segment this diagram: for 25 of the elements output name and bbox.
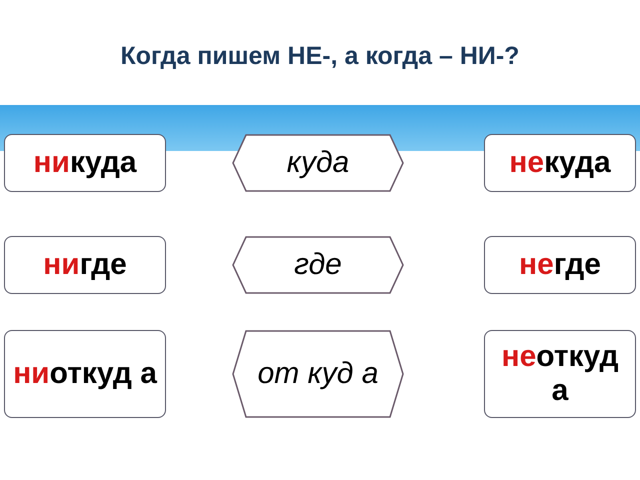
word-card — [484, 330, 636, 418]
word-card — [484, 236, 636, 294]
double-arrow-shape — [232, 134, 404, 192]
word-text: куда — [286, 146, 350, 180]
double-arrow-shape — [232, 330, 404, 418]
word-text: где — [80, 248, 127, 281]
word-text: куда — [544, 146, 611, 179]
word-text: откуд а — [50, 357, 157, 390]
word-text: куда — [70, 146, 137, 179]
prefix-text: ни — [33, 146, 70, 179]
word-text: где — [554, 248, 601, 281]
word-text: откуд а — [536, 340, 619, 407]
word-card — [4, 134, 166, 192]
word-text: где — [294, 248, 342, 282]
word-card — [4, 236, 166, 294]
prefix-text: ни — [43, 248, 80, 281]
title: Когда пишем НЕ-, а когда – НИ-? — [120, 42, 520, 71]
word-card — [4, 330, 166, 418]
prefix-text: не — [519, 248, 554, 281]
word-card — [484, 134, 636, 192]
double-arrow-shape — [232, 236, 404, 294]
prefix-text: ни — [13, 357, 50, 390]
word-text: от куд а — [258, 357, 378, 391]
prefix-text: не — [509, 146, 544, 179]
prefix-text: не — [501, 340, 536, 373]
